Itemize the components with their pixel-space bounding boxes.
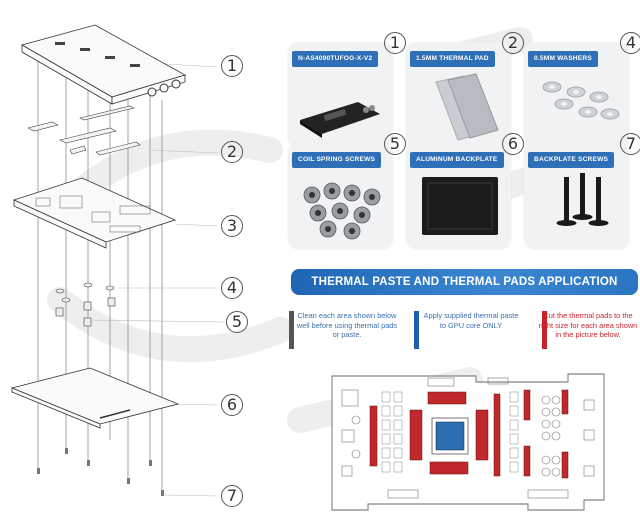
washers-icon bbox=[542, 81, 620, 120]
part-number-6: 6 bbox=[502, 133, 524, 155]
part-label: ALUMINUM BACKPLATE bbox=[410, 152, 504, 168]
instruction-bar-paste bbox=[414, 311, 419, 349]
instruction-bar-clean bbox=[289, 311, 294, 349]
part-number-4: 4 bbox=[620, 32, 640, 54]
part-card-thermal-pad: 1.5MM THERMAL PAD bbox=[406, 42, 511, 147]
callout-6: 6 bbox=[222, 395, 242, 415]
callout-5: 5 bbox=[227, 312, 247, 332]
part-card-backplate-screws: BACKPLATE SCREWS bbox=[524, 143, 629, 248]
backplate-screws-icon bbox=[556, 173, 609, 226]
part-number-5: 5 bbox=[384, 133, 406, 155]
instruction-pads: Cut the thermal pads to the right size f… bbox=[538, 311, 638, 339]
callout-3: 3 bbox=[222, 216, 242, 236]
part-card-coil-spring-screws: COIL SPRING SCREWS bbox=[288, 143, 393, 248]
pcb-pad-layout-diagram bbox=[331, 373, 605, 511]
callout-7: 7 bbox=[222, 486, 242, 506]
waterblock-icon bbox=[300, 102, 380, 138]
part-label: N-AS4090TUFOG-X-V2 bbox=[292, 51, 379, 67]
instruction-bar-pads bbox=[542, 311, 547, 349]
callout-4: 4 bbox=[222, 278, 242, 298]
part-number-2: 2 bbox=[502, 32, 524, 54]
spring-screws-icon bbox=[303, 182, 381, 240]
callout-1: 1 bbox=[222, 56, 242, 76]
part-label: 0.5MM WASHERS bbox=[528, 51, 598, 67]
thermal-pad-icon bbox=[435, 73, 499, 141]
part-card-washers: 0.5MM WASHERS bbox=[524, 42, 629, 147]
part-card-aluminum-backplate: ALUMINUM BACKPLATE bbox=[406, 143, 511, 248]
gpu-core-marker bbox=[435, 421, 465, 451]
backplate-icon bbox=[422, 177, 498, 235]
part-number-7: 7 bbox=[620, 133, 640, 155]
part-label: COIL SPRING SCREWS bbox=[292, 152, 382, 168]
instruction-paste: Apply supplied thermal paste to GPU core… bbox=[423, 311, 519, 330]
part-label: BACKPLATE SCREWS bbox=[528, 152, 615, 168]
part-label: 1.5MM THERMAL PAD bbox=[410, 51, 495, 67]
instruction-clean: Clean each area shown below well before … bbox=[296, 311, 398, 339]
exploded-assembly-diagram bbox=[10, 24, 225, 497]
callout-2: 2 bbox=[222, 142, 242, 162]
part-card-waterblock: N-AS4090TUFOG-X-V2 bbox=[288, 42, 393, 147]
part-number-1: 1 bbox=[384, 32, 406, 54]
section-title-banner: THERMAL PASTE AND THERMAL PADS APPLICATI… bbox=[291, 269, 638, 295]
